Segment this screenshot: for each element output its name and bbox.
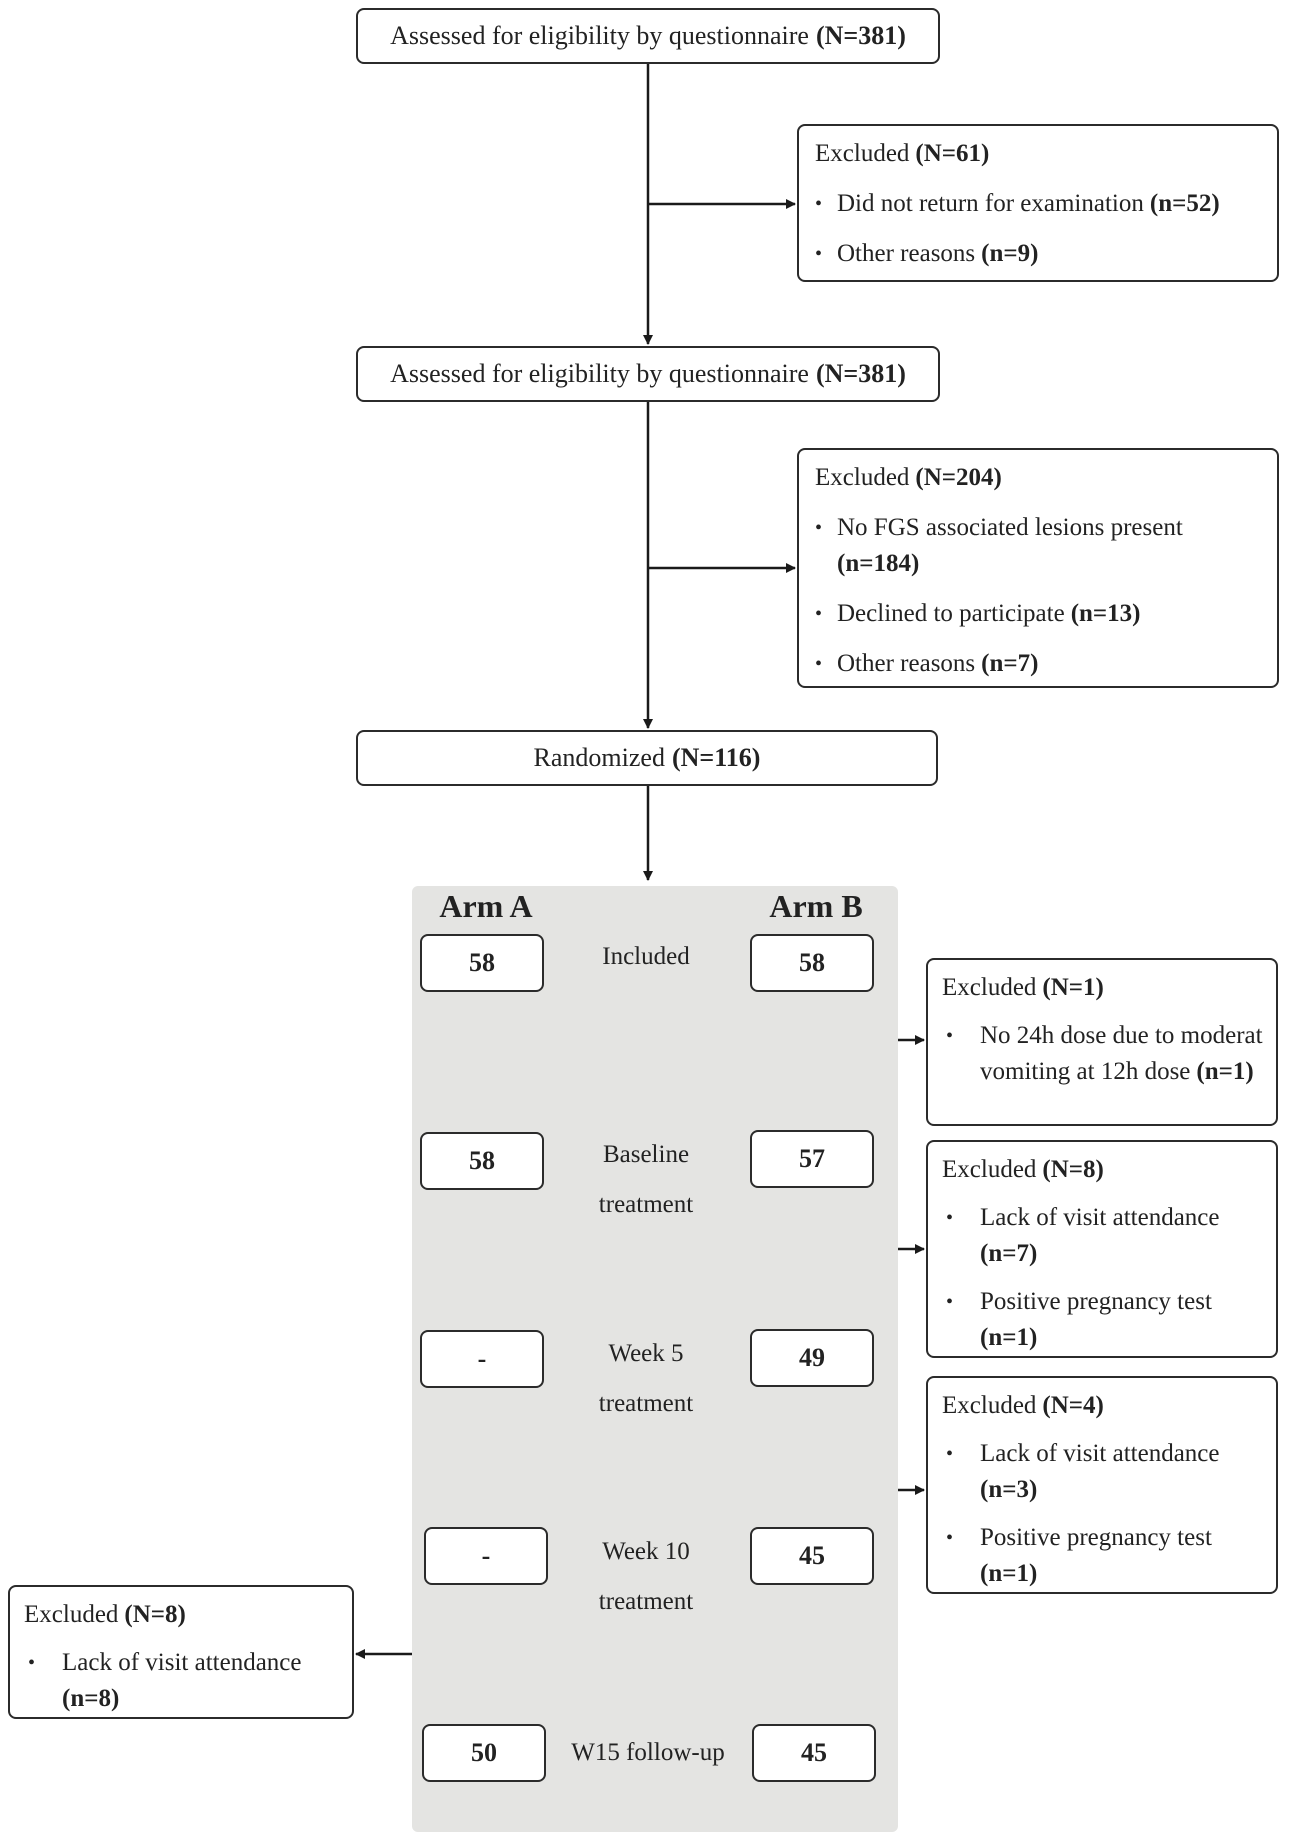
arm-a-week10-count: -: [424, 1527, 548, 1585]
randomized-count: (N=116): [671, 743, 761, 772]
arm-a-header: Arm A: [439, 888, 533, 924]
excluded-item: Other reasons(n=7): [815, 646, 1263, 682]
eligibility-count-2: (N=381): [815, 359, 906, 388]
eligibility-label-1: Assessed for eligibility by questionnair…: [390, 21, 809, 50]
arm-a-week5-count: -: [420, 1330, 544, 1388]
excluded-box-2: Excluded(N=204) No FGS associated lesion…: [797, 448, 1279, 688]
excluded-title: Excluded(N=1): [942, 974, 1104, 1001]
excluded-title-1: Excluded(N=61): [815, 140, 990, 167]
arm-b-included-count: 58: [750, 934, 874, 992]
arm-b-excluded-box-2: Excluded(N=8) Lack of visit attendance(n…: [926, 1140, 1278, 1358]
excluded-item: Lack of visit attendance(n=8): [24, 1645, 340, 1717]
excluded-item: No 24h dose due to moderat vomiting at 1…: [942, 1018, 1264, 1090]
excluded-box-1: Excluded(N=61) Did not return for examin…: [797, 124, 1279, 282]
excluded-item: Lack of visit attendance(n=3): [942, 1436, 1264, 1508]
eligibility-count-1: (N=381): [815, 21, 906, 50]
arm-b-baseline-count: 57: [750, 1130, 874, 1188]
arm-b-w15-count: 45: [752, 1724, 876, 1782]
stage-w15-label: W15 follow-up: [571, 1739, 725, 1766]
excluded-item: Declined to participate(n=13): [815, 596, 1263, 632]
randomized-box: Randomized(N=116): [356, 730, 938, 786]
arm-a-w15-count: 50: [422, 1724, 546, 1782]
arm-b-header: Arm B: [769, 888, 863, 924]
arm-b-excluded-box-1: Excluded(N=1) No 24h dose due to moderat…: [926, 958, 1278, 1126]
excluded-title-2: Excluded(N=204): [815, 464, 1002, 491]
arm-b-excluded-box-3: Excluded(N=4) Lack of visit attendance(n…: [926, 1376, 1278, 1594]
arm-a-included-count: 58: [420, 934, 544, 992]
eligibility-box-2: Assessed for eligibility by questionnair…: [356, 346, 940, 402]
excluded-item: Other reasons(n=9): [815, 236, 1263, 272]
eligibility-box-1: Assessed for eligibility by questionnair…: [356, 8, 940, 64]
excluded-title: Excluded(N=8): [24, 1601, 186, 1628]
arm-b-week5-count: 49: [750, 1329, 874, 1387]
excluded-title: Excluded(N=4): [942, 1392, 1104, 1419]
excluded-item: Positive pregnancy test(n=1): [942, 1520, 1264, 1592]
randomized-label: Randomized: [533, 743, 665, 772]
arm-a-excluded-box: Excluded(N=8) Lack of visit attendance(n…: [8, 1585, 354, 1719]
eligibility-label-2: Assessed for eligibility by questionnair…: [390, 359, 809, 388]
stage-included-label: Included: [602, 943, 690, 970]
excluded-title: Excluded(N=8): [942, 1156, 1104, 1183]
arm-a-baseline-count: 58: [420, 1132, 544, 1190]
excluded-item: Did not return for examination(n=52): [815, 186, 1263, 222]
excluded-item: Positive pregnancy test(n=1): [942, 1284, 1264, 1356]
arm-b-week10-count: 45: [750, 1527, 874, 1585]
excluded-item: No FGS associated lesions present(n=184): [815, 510, 1263, 582]
excluded-item: Lack of visit attendance(n=7): [942, 1200, 1264, 1272]
